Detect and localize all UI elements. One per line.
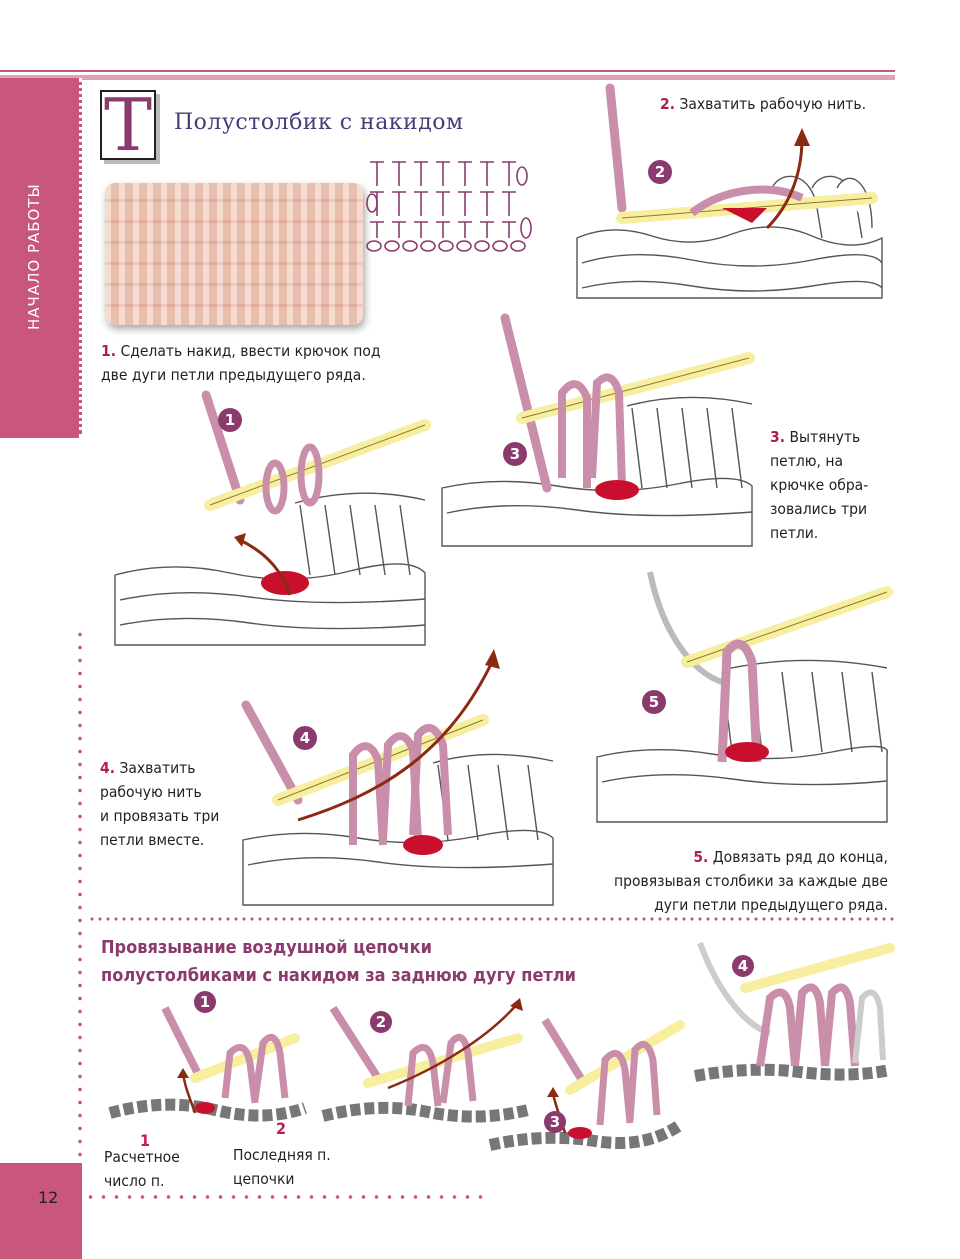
stitch-chart-diagram — [366, 161, 532, 252]
chain-badge-3: 3 — [544, 1111, 566, 1133]
top-rule-band — [0, 75, 895, 80]
step-4-number: 4. — [100, 759, 116, 777]
label-2-line-1: Последняя п. — [233, 1146, 331, 1164]
label-2-number: 2 — [276, 1119, 287, 1138]
step-2-illustration: 2 — [576, 83, 883, 299]
fabric-swatch-photo — [105, 183, 363, 325]
svg-text:2: 2 — [376, 1013, 386, 1031]
svg-text:1: 1 — [225, 411, 235, 429]
step-3-line-3: крючке обра- — [770, 476, 869, 494]
step-1-line-1: Сделать накид, ввести крючок под — [120, 342, 381, 360]
top-rule — [0, 70, 895, 72]
chain-step-3-illustration: 3 — [488, 1017, 685, 1151]
step-4-illustration: 4 — [241, 649, 554, 906]
page-title: Полустолбик с накидом — [174, 110, 464, 135]
dropcap-letter: Т — [100, 89, 156, 161]
step-1-number: 1. — [101, 342, 117, 360]
svg-text:3: 3 — [510, 445, 520, 463]
step-2-number: 2. — [660, 95, 676, 113]
step-3-line-2: петлю, на — [770, 452, 843, 470]
step-4-line-2: рабочую нить — [100, 783, 202, 801]
step-3-line-4: зовались три — [770, 500, 868, 518]
chapter-sidebar — [0, 78, 82, 438]
yarn-strand-icon — [605, 83, 627, 213]
badge-4: 4 — [293, 726, 317, 750]
step-5-line-1: Довязать ряд до конца, — [712, 848, 888, 866]
dotted-border-vertical — [77, 628, 83, 1168]
step-3-line-1: Вытянуть — [789, 428, 861, 446]
step-1-text: 1. Сделать накид, ввести крючок под две … — [101, 339, 381, 387]
svg-text:5: 5 — [649, 693, 659, 711]
chain-step-1-illustration: 1 — [108, 991, 307, 1122]
label-1-text: Расчетное число п. — [104, 1145, 180, 1193]
chain-badge-1: 1 — [194, 991, 216, 1013]
step-2-text: 2. Захватить рабочую нить. — [660, 92, 866, 116]
section-title-line-1: Провязывание воздушной цепочки — [101, 937, 432, 958]
label-2-line-2: цепочки — [233, 1170, 295, 1188]
label-2-text: Последняя п. цепочки — [233, 1143, 331, 1191]
step-3-illustration: 3 — [441, 313, 755, 547]
badge-5: 5 — [642, 690, 666, 714]
svg-text:3: 3 — [550, 1113, 560, 1131]
label-1-line-1: Расчетное — [104, 1148, 180, 1166]
step-5-number: 5. — [693, 848, 709, 866]
step-1-line-2: две дуги петли предыдущего ряда. — [101, 366, 366, 384]
chain-step-2-illustration: 2 — [321, 998, 530, 1123]
chapter-label: НАЧАЛО РАБОТЫ — [25, 183, 43, 330]
section-title: Провязывание воздушной цепочки полустолб… — [101, 934, 576, 990]
step-1-illustration: 1 — [114, 390, 431, 646]
svg-text:4: 4 — [300, 729, 310, 747]
badge-3: 3 — [503, 442, 527, 466]
step-4-line-1: Захватить — [119, 759, 196, 777]
step-5-line-3: дуги петли предыдущего ряда. — [654, 896, 888, 914]
step-3-text: 3. Вытянуть петлю, на крючке обра- зовал… — [770, 425, 868, 545]
step-5-illustration: 5 — [596, 571, 893, 823]
step-4-line-3: и провязать три — [100, 807, 220, 825]
step-2-line-1: Захватить рабочую нить. — [679, 95, 867, 113]
svg-text:1: 1 — [200, 993, 210, 1011]
step-3-number: 3. — [770, 428, 786, 446]
step-5-line-2: провязывая столбики за каждые две — [614, 872, 888, 890]
badge-1: 1 — [218, 408, 242, 432]
section-title-line-2: полустолбиками с накидом за заднюю дугу … — [101, 965, 577, 986]
dotted-border-horizontal — [84, 1194, 484, 1200]
page-number: 12 — [38, 1188, 59, 1207]
section-separator — [88, 917, 894, 921]
svg-text:4: 4 — [738, 957, 748, 975]
badge-2: 2 — [648, 160, 672, 184]
step-4-text: 4. Захватить рабочую нить и провязать тр… — [100, 756, 219, 852]
chain-badge-2: 2 — [370, 1011, 392, 1033]
svg-text:2: 2 — [655, 163, 665, 181]
label-1-number: 1 — [140, 1131, 151, 1150]
step-4-line-4: петли вместе. — [100, 831, 205, 849]
step-5-text: 5. Довязать ряд до конца, провязывая сто… — [560, 845, 888, 917]
chain-badge-4: 4 — [732, 955, 754, 977]
chain-step-4-illustration: 4 — [693, 941, 895, 1082]
page-corner-block — [0, 1163, 82, 1259]
label-1-line-2: число п. — [104, 1172, 165, 1190]
arrow-icon — [765, 137, 804, 230]
step-3-line-5: петли. — [770, 524, 819, 542]
